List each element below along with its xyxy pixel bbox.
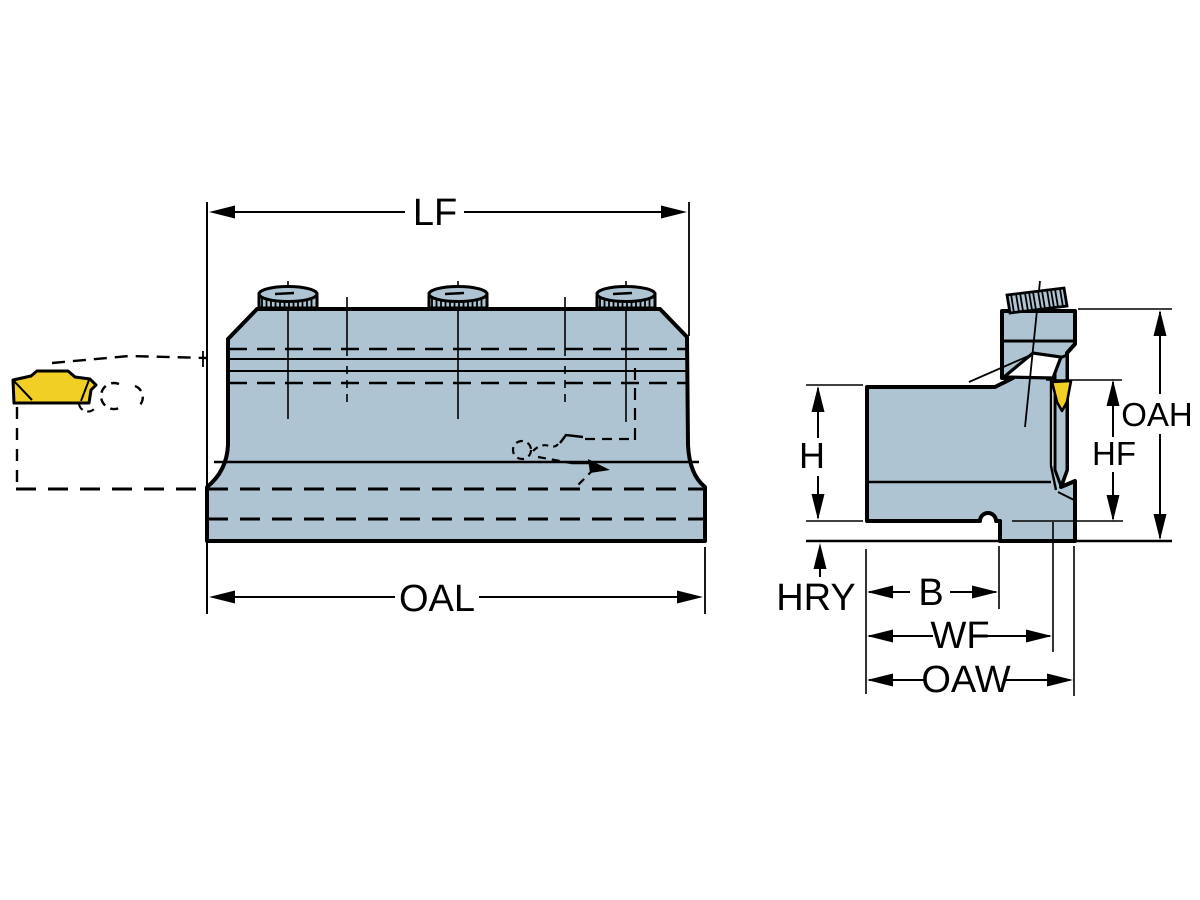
wf-arrow-right <box>1026 629 1052 643</box>
clamp-screw-2 <box>427 285 489 310</box>
block-body-front <box>205 307 707 543</box>
screw-slot <box>444 291 465 296</box>
dim-label-oaw: OAW <box>921 659 1010 701</box>
dimension-oah: OAH <box>1078 308 1193 540</box>
front-view: LF OAL <box>11 192 707 620</box>
insert-projection-dashed <box>15 351 208 486</box>
insert-shape <box>11 369 98 405</box>
dim-label-oah: OAH <box>1121 396 1193 433</box>
block-body-side <box>865 309 1077 543</box>
dimension-wf: WF <box>867 522 1054 657</box>
clamp-screw-side <box>1005 286 1069 315</box>
dim-label-h: H <box>799 435 825 476</box>
clamp-screw-3 <box>595 285 657 310</box>
dim-label-wf: WF <box>930 615 989 657</box>
dimension-oal: OAL <box>209 578 703 620</box>
blade-side <box>1053 353 1069 488</box>
dim-label-oal: OAL <box>399 578 475 620</box>
oal-arrow-right <box>677 590 703 604</box>
lf-arrow-right <box>661 205 687 219</box>
screw-slot <box>612 291 633 296</box>
oal-arrow-left <box>209 590 235 604</box>
lf-arrow-left <box>209 205 235 219</box>
b-arrow-left <box>867 585 893 599</box>
dimension-lf: LF <box>209 192 687 234</box>
h-arrow-down <box>811 494 825 520</box>
dimension-hry: HRY <box>776 543 856 619</box>
hf-arrow-down <box>1106 495 1120 521</box>
oah-arrow-up <box>1153 310 1167 336</box>
dimension-hf: HF <box>1012 379 1136 522</box>
hf-arrow-up <box>1106 380 1120 406</box>
clamp-notch <box>999 351 1064 380</box>
driver-hint-doodle <box>511 368 637 490</box>
b-arrow-right <box>972 585 998 599</box>
dimension-h: H <box>799 384 863 522</box>
dim-label-hf: HF <box>1092 435 1136 472</box>
wf-arrow-left <box>867 629 893 643</box>
oah-arrow-down <box>1153 514 1167 540</box>
dim-label-lf: LF <box>413 192 457 234</box>
ramp-line <box>968 353 1034 383</box>
dimension-b: B <box>865 546 1000 694</box>
dimension-oaw: OAW <box>867 546 1075 701</box>
screw-slot <box>274 291 295 296</box>
hry-arrow-up <box>813 543 827 569</box>
grooving-insert-side <box>1050 379 1073 413</box>
grooving-insert-front <box>11 369 98 405</box>
dim-label-b: B <box>918 572 943 614</box>
blade-gap <box>1051 374 1055 466</box>
knurl-hatch <box>1010 288 1064 314</box>
clamp-screw-1 <box>257 285 319 310</box>
oaw-arrow-left <box>867 673 893 687</box>
oaw-arrow-right <box>1047 673 1073 687</box>
side-view: H HRY B WF OAW <box>776 280 1193 701</box>
dim-label-hry: HRY <box>776 577 856 619</box>
h-arrow-up <box>811 386 825 412</box>
extension-lines-front <box>206 202 706 614</box>
